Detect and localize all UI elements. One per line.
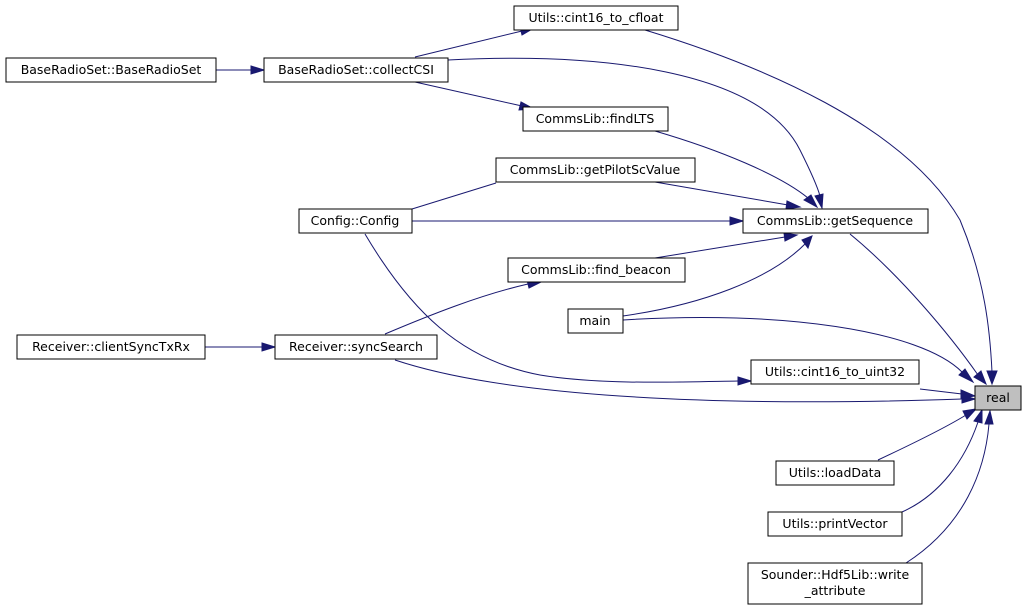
edge-collect-csi-to-find-lts: [414, 81, 523, 107]
arrowhead: [814, 193, 824, 210]
arrowhead: [973, 408, 983, 424]
node-real[interactable]: real: [974, 385, 1022, 411]
node-config[interactable]: Config::Config: [298, 208, 413, 234]
node-sync-search[interactable]: Receiver::syncSearch: [274, 334, 438, 360]
arrowhead: [962, 408, 978, 420]
edge-sync-search-to-real: [394, 359, 963, 403]
arrowhead: [803, 194, 819, 209]
edge-get-sequence-to-real: [849, 233, 979, 376]
node-label: main: [579, 313, 610, 328]
node-print-vector[interactable]: Utils::printVector: [767, 511, 903, 537]
arrowhead: [986, 370, 998, 386]
node-label-line1: Sounder::Hdf5Lib::write: [761, 567, 910, 582]
node-cint16-to-uint32[interactable]: Utils::cint16_to_uint32: [750, 359, 920, 385]
node-label: real: [986, 390, 1010, 405]
edge-write-attribute-to-real: [905, 423, 990, 564]
arrowhead: [261, 342, 277, 352]
node-label: CommsLib::getSequence: [757, 213, 914, 228]
arrowhead: [958, 368, 975, 384]
arrowhead: [737, 376, 753, 386]
node-label: BaseRadioSet::collectCSI: [278, 62, 434, 77]
node-label: Utils::cint16_to_cfloat: [528, 10, 663, 25]
edge-main-to-get-sequence: [622, 242, 807, 317]
node-label: BaseRadioSet::BaseRadioSet: [21, 62, 202, 77]
node-label: CommsLib::find_beacon: [521, 262, 671, 277]
edge-collect-csi-to-get-sequence: [447, 57, 821, 197]
node-label: CommsLib::findLTS: [536, 111, 655, 126]
edge-collect-csi-to-cint16-to-cfloat: [414, 30, 523, 58]
node-label: Utils::cint16_to_uint32: [765, 364, 905, 379]
node-base-radio-set[interactable]: BaseRadioSet::BaseRadioSet: [5, 57, 217, 83]
arrowhead: [250, 65, 266, 75]
node-get-sequence[interactable]: CommsLib::getSequence: [742, 208, 929, 234]
nodes: real Utils::cint16_to_cfloat BaseRadioSe…: [5, 5, 1022, 605]
node-find-lts[interactable]: CommsLib::findLTS: [522, 106, 669, 132]
arrowhead: [984, 409, 994, 425]
arrowhead: [801, 235, 813, 250]
node-cint16-to-cfloat[interactable]: Utils::cint16_to_cfloat: [513, 5, 679, 31]
node-label: Receiver::syncSearch: [289, 339, 423, 354]
edge-sync-search-to-find-beacon: [384, 283, 529, 335]
node-label: Config::Config: [311, 213, 400, 228]
node-client-sync-tx-rx[interactable]: Receiver::clientSyncTxRx: [16, 334, 206, 360]
edge-cint16-to-uint32-to-real: [919, 388, 963, 395]
node-main[interactable]: main: [567, 308, 624, 334]
arrowhead: [960, 389, 977, 399]
node-label: Receiver::clientSyncTxRx: [32, 339, 190, 354]
node-load-data[interactable]: Utils::loadData: [775, 460, 895, 486]
edge-config-to-cint16-to-uint32: [364, 233, 739, 383]
edge-find-lts-to-get-sequence: [654, 130, 809, 199]
edge-print-vector-to-real: [901, 421, 979, 513]
node-find-beacon[interactable]: CommsLib::find_beacon: [507, 257, 686, 283]
arrowhead: [783, 232, 799, 242]
node-label: Utils::printVector: [782, 516, 888, 531]
edge-find-beacon-to-get-sequence: [654, 236, 786, 259]
edge-cint16-to-cfloat-to-real: [644, 29, 993, 373]
arrowhead: [973, 370, 987, 386]
node-label: CommsLib::getPilotScValue: [510, 162, 681, 177]
edge-load-data-to-real: [877, 414, 967, 461]
node-label: Utils::loadData: [789, 465, 882, 480]
arrowhead: [785, 200, 802, 210]
node-get-pilot-sc-value[interactable]: CommsLib::getPilotScValue: [495, 157, 696, 183]
node-collect-csi[interactable]: BaseRadioSet::collectCSI: [263, 57, 449, 83]
edge-config-to-get-pilot-sc-value: [411, 182, 497, 210]
node-write-attribute[interactable]: Sounder::Hdf5Lib::write _attribute: [747, 562, 923, 605]
edge-get-pilot-sc-value-to-get-sequence: [654, 181, 789, 206]
arrowhead: [729, 216, 745, 226]
node-label-line2: _attribute: [804, 583, 866, 598]
edge-main-to-real: [622, 316, 963, 373]
